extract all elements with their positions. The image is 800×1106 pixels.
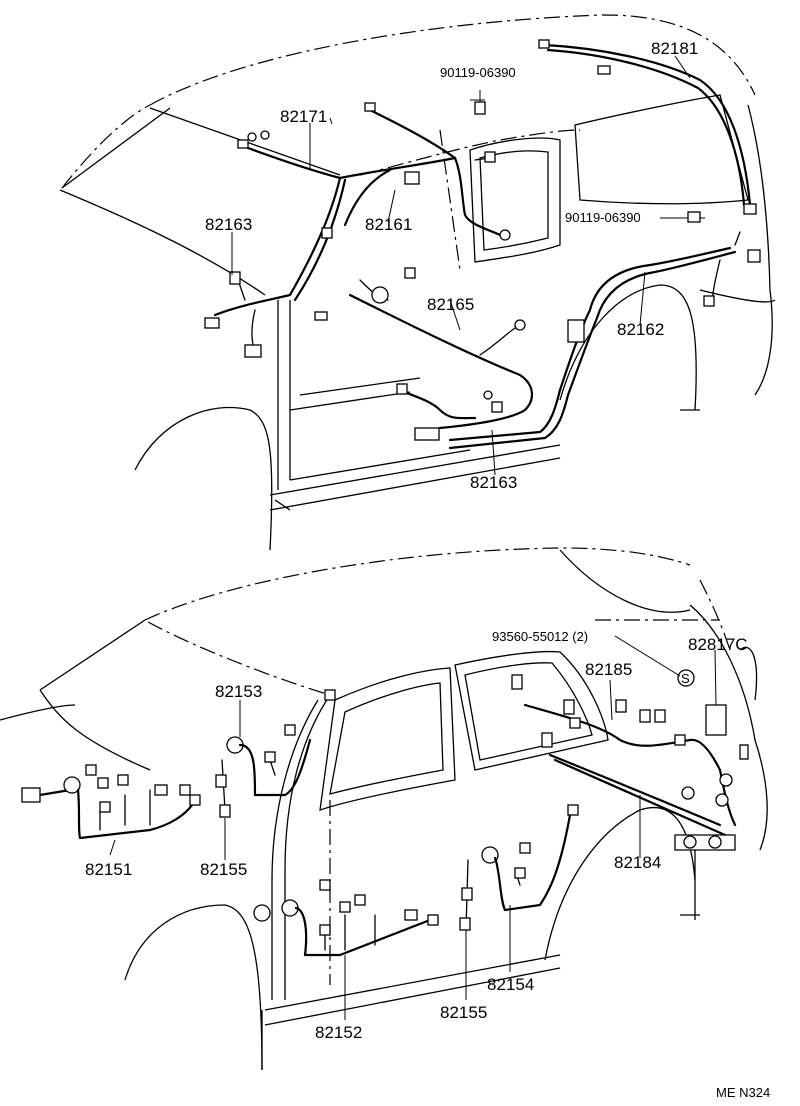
label-82155-left: 82155 — [200, 860, 247, 879]
label-82162: 82162 — [617, 320, 664, 339]
upper-vehicle-outline — [59, 14, 776, 551]
label-82154: 82154 — [487, 975, 534, 994]
upper-leader-lines — [231, 55, 691, 476]
label-82153: 82153 — [215, 682, 262, 701]
label-82184: 82184 — [614, 853, 661, 872]
lower-leader-lines — [109, 635, 717, 1020]
label-82171: 82171 — [280, 107, 327, 126]
label-82165: 82165 — [427, 295, 474, 314]
label-82161: 82161 — [365, 215, 412, 234]
upper-part-labels: 82181 90119-06390 82171 82163 82161 9011… — [205, 39, 698, 492]
label-82152: 82152 — [315, 1023, 362, 1042]
label-82163-upper-left: 82163 — [205, 215, 252, 234]
figure-code: ME N324 — [716, 1085, 770, 1100]
lower-harnesses — [21, 669, 749, 957]
label-93560-55012: 93560-55012 (2) — [492, 629, 588, 644]
clip-symbol-label: S — [681, 671, 690, 686]
label-82163-upper-sill: 82163 — [470, 473, 517, 492]
label-82817C: 82817C — [688, 635, 748, 654]
label-82151: 82151 — [85, 860, 132, 879]
lower-vehicle-outline — [0, 547, 768, 1071]
label-90119-06390-rear: 90119-06390 — [565, 210, 641, 225]
label-90119-06390-upper: 90119-06390 — [440, 65, 516, 80]
upper-harnesses — [204, 39, 761, 450]
lower-part-labels: 93560-55012 (2) 82817C 82185 82153 82151… — [85, 629, 748, 1042]
label-82155-right: 82155 — [440, 1003, 487, 1022]
label-82185: 82185 — [585, 660, 632, 679]
label-82181: 82181 — [651, 39, 698, 58]
